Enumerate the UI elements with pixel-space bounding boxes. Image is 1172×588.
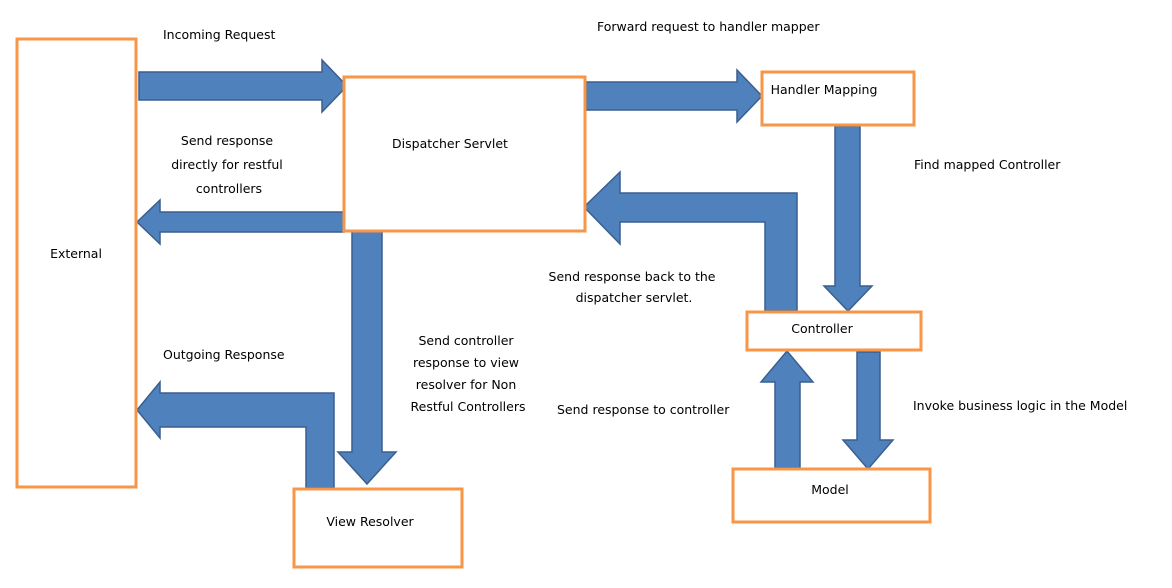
handler-mapping-node: Handler Mapping [760, 70, 916, 127]
send-to-view-resolver-arrow [336, 228, 398, 486]
incoming-request-label: Incoming Request [163, 27, 275, 42]
dispatcher-servlet-node: Dispatcher Servlet [342, 75, 587, 233]
send-response-restful-arrow [135, 198, 345, 246]
send-back-dispatcher-arrow [582, 170, 798, 312]
send-to-controller-label: Send response to controller [557, 402, 730, 417]
forward-request-arrow [585, 68, 764, 124]
forward-request-label: Forward request to handler mapper [597, 19, 820, 34]
controller-node: Controller [745, 310, 923, 352]
outgoing-response-label: Outgoing Response [163, 347, 285, 362]
send-response-restful-label: Send response directly for restful contr… [171, 133, 287, 196]
model-label: Model [811, 482, 849, 497]
find-controller-arrow [822, 125, 874, 313]
view-resolver-label: View Resolver [326, 514, 414, 529]
invoke-business-logic-arrow [841, 351, 895, 471]
arrows [135, 58, 895, 489]
find-controller-label: Find mapped Controller [914, 157, 1061, 172]
handler-mapping-label: Handler Mapping [771, 82, 878, 97]
dispatcher-servlet-label: Dispatcher Servlet [392, 136, 508, 151]
controller-label: Controller [791, 321, 853, 336]
incoming-request-arrow [138, 58, 349, 114]
outgoing-response-arrow [136, 379, 335, 489]
view-resolver-node: View Resolver [292, 487, 464, 569]
send-to-controller-arrow [759, 349, 815, 469]
external-label: External [50, 246, 102, 261]
send-to-view-resolver-label: Send controller response to view resolve… [411, 333, 526, 414]
send-back-dispatcher-label: Send response back to the dispatcher ser… [549, 269, 720, 305]
invoke-business-logic-label: Invoke business logic in the Model [913, 398, 1127, 413]
model-node: Model [731, 467, 932, 524]
external-node: External [15, 37, 138, 489]
edge-labels: Incoming Request Forward request to hand… [163, 19, 1127, 417]
nodes: External Dispatcher Servlet Handler Mapp… [15, 37, 932, 569]
